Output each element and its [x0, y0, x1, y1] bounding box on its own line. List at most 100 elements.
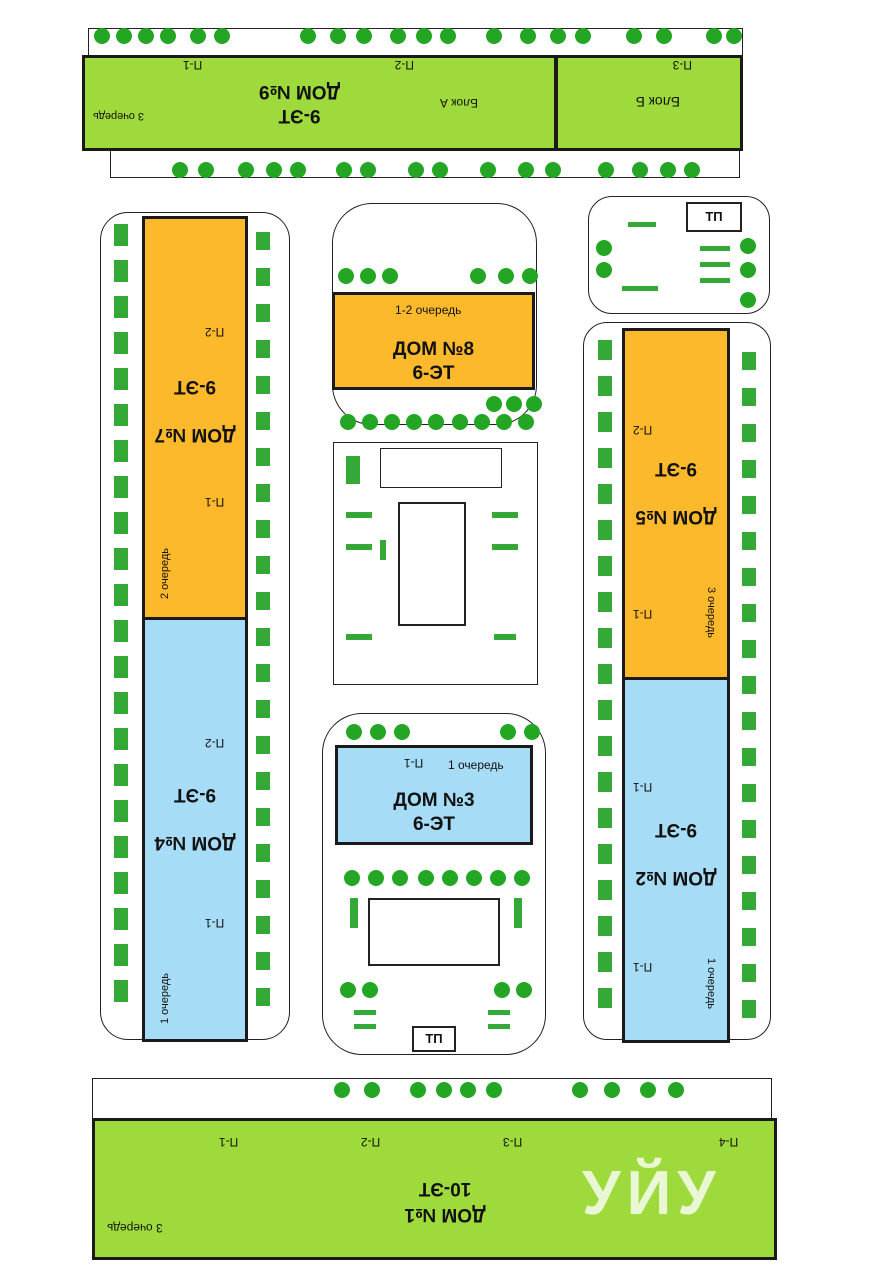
dom7-entrance-2: П-2 — [205, 325, 225, 339]
right-east-green-tile-7 — [742, 604, 756, 622]
left-west-green-tile-1 — [114, 260, 128, 282]
right-west-green-tile-18 — [598, 988, 612, 1008]
left-east-green-tile-21 — [256, 988, 270, 1006]
dom1-north-tree-7 — [604, 1082, 620, 1098]
dom9-north-tree-15 — [575, 28, 591, 44]
dom8-north-tree-1 — [360, 268, 376, 284]
dom9-south-tree-12 — [598, 162, 614, 178]
pool-area — [380, 448, 502, 488]
left-east-green-tile-11 — [256, 628, 270, 646]
dom8-south-tree-6 — [474, 414, 490, 430]
right-west-green-tile-11 — [598, 736, 612, 756]
dom4-entrance-2: П-2 — [205, 736, 225, 750]
building-dom1[interactable]: П-1 П-2 П-3 П-4 ДОМ №1 10-ЭТ 3 очередь — [92, 1118, 777, 1260]
left-west-green-tile-12 — [114, 656, 128, 678]
left-east-green-tile-15 — [256, 772, 270, 790]
building-dom4[interactable]: ДОМ №4 9-ЭТ П-2 П-1 1 очередь — [142, 617, 248, 1042]
dom1-floors: 10-ЭТ — [418, 1178, 472, 1199]
dom9-south-tree-13 — [632, 162, 648, 178]
right-east-green-tile-10 — [742, 712, 756, 730]
dom9-north-tree-0 — [94, 28, 110, 44]
left-west-green-tile-16 — [114, 800, 128, 822]
right-east-green-tile-15 — [742, 892, 756, 910]
right-west-green-tile-13 — [598, 808, 612, 828]
dom9-entrance-2: П-2 — [394, 58, 414, 72]
dom1-north-tree-1 — [364, 1082, 380, 1098]
left-west-green-tile-4 — [114, 368, 128, 390]
dom1-north-tree-4 — [460, 1082, 476, 1098]
building-dom2[interactable]: ДОМ №2 9-ЭТ П-1 П-1 1 очередь — [622, 677, 730, 1043]
dom1-north-tree-3 — [436, 1082, 452, 1098]
right-top-tree-0 — [740, 238, 756, 254]
dom3-yard-green-tile-2 — [354, 1010, 376, 1015]
sports-yard-green-tile-4 — [492, 512, 518, 518]
building-dom7[interactable]: ДОМ №7 9-ЭТ П-2 П-1 2 очередь — [142, 216, 248, 620]
right-east-green-tile-16 — [742, 928, 756, 946]
dom1-entrance-3: П-3 — [503, 1135, 523, 1149]
left-west-green-tile-10 — [114, 584, 128, 606]
left-east-green-tile-20 — [256, 952, 270, 970]
dom8-south-extra-tree-0 — [486, 396, 502, 412]
dom8-north-tree-2 — [382, 268, 398, 284]
left-east-green-tile-2 — [256, 304, 270, 322]
left-east-green-tile-0 — [256, 232, 270, 250]
dom8-south-tree-5 — [452, 414, 468, 430]
dom9-north-tree-13 — [520, 28, 536, 44]
left-west-green-tile-3 — [114, 332, 128, 354]
dom4-entrance-1: П-1 — [205, 916, 225, 930]
dom9-north-tree-3 — [160, 28, 176, 44]
dom8-south-extra-tree-1 — [506, 396, 522, 412]
building-dom5[interactable]: ДОМ №5 9-ЭТ П-2 П-1 3 очередь — [622, 328, 730, 680]
left-west-green-tile-9 — [114, 548, 128, 570]
dom3-south-tree-4 — [442, 870, 458, 886]
right-east-green-tile-18 — [742, 1000, 756, 1018]
building-dom3[interactable]: П-1 1 очередь ДОМ №3 6-ЭТ — [335, 745, 533, 845]
right-west-green-tile-14 — [598, 844, 612, 864]
dom3-north-tree-4 — [524, 724, 540, 740]
right-east-green-tile-2 — [742, 424, 756, 442]
right-east-green-tile-9 — [742, 676, 756, 694]
dom9-queue: 3 очередь — [93, 110, 145, 122]
dom9-entrance-3: П-3 — [672, 58, 692, 72]
building-dom9-block-b[interactable]: Блок Б П-3 — [555, 55, 743, 151]
sports-yard-green-tile-1 — [346, 512, 372, 518]
right-top-yard-green-tile-3 — [700, 278, 730, 283]
dom4-queue: 1 очередь — [159, 972, 171, 1024]
dom1-queue: 3 очередь — [107, 1221, 163, 1235]
right-west-green-tile-2 — [598, 412, 612, 432]
dom3-north-tree-1 — [370, 724, 386, 740]
dom9-north-tree-7 — [330, 28, 346, 44]
left-west-green-tile-17 — [114, 836, 128, 858]
dom3-south-tree-3 — [418, 870, 434, 886]
right-west-green-tile-3 — [598, 448, 612, 468]
dom3-queue: 1 очередь — [448, 758, 504, 772]
right-west-green-tile-1 — [598, 376, 612, 396]
left-west-green-tile-13 — [114, 692, 128, 714]
dom9-north-tree-10 — [416, 28, 432, 44]
right-west-green-tile-10 — [598, 700, 612, 720]
left-east-green-tile-17 — [256, 844, 270, 862]
building-dom8[interactable]: 1-2 очередь ДОМ №8 6-ЭТ — [332, 292, 535, 390]
dom2-entrance-1b: П-1 — [633, 960, 653, 974]
dom9-north-tree-2 — [138, 28, 154, 44]
left-west-green-tile-8 — [114, 512, 128, 534]
right-east-green-tile-6 — [742, 568, 756, 586]
right-top-yard-green-tile-4 — [622, 286, 658, 291]
right-west-green-tile-9 — [598, 664, 612, 684]
dom7-floors: 9-ЭТ — [173, 376, 217, 397]
dom3-name: ДОМ №3 — [393, 790, 475, 811]
dom9-north-tree-8 — [356, 28, 372, 44]
dom9-south-tree-4 — [290, 162, 306, 178]
right-east-green-tile-3 — [742, 460, 756, 478]
left-west-green-tile-0 — [114, 224, 128, 246]
dom3-north-tree-2 — [394, 724, 410, 740]
left-east-green-tile-12 — [256, 664, 270, 682]
dom9-south-tree-10 — [518, 162, 534, 178]
dom2-name: ДОМ №2 — [635, 867, 717, 888]
right-west-green-tile-16 — [598, 916, 612, 936]
right-east-green-tile-14 — [742, 856, 756, 874]
dom1-north-strip — [92, 1078, 772, 1122]
dom8-south-tree-3 — [406, 414, 422, 430]
building-dom9-block-a[interactable]: ДОМ №9 9-ЭТ Блок А 3 очередь П-1 П-2 — [82, 55, 557, 151]
